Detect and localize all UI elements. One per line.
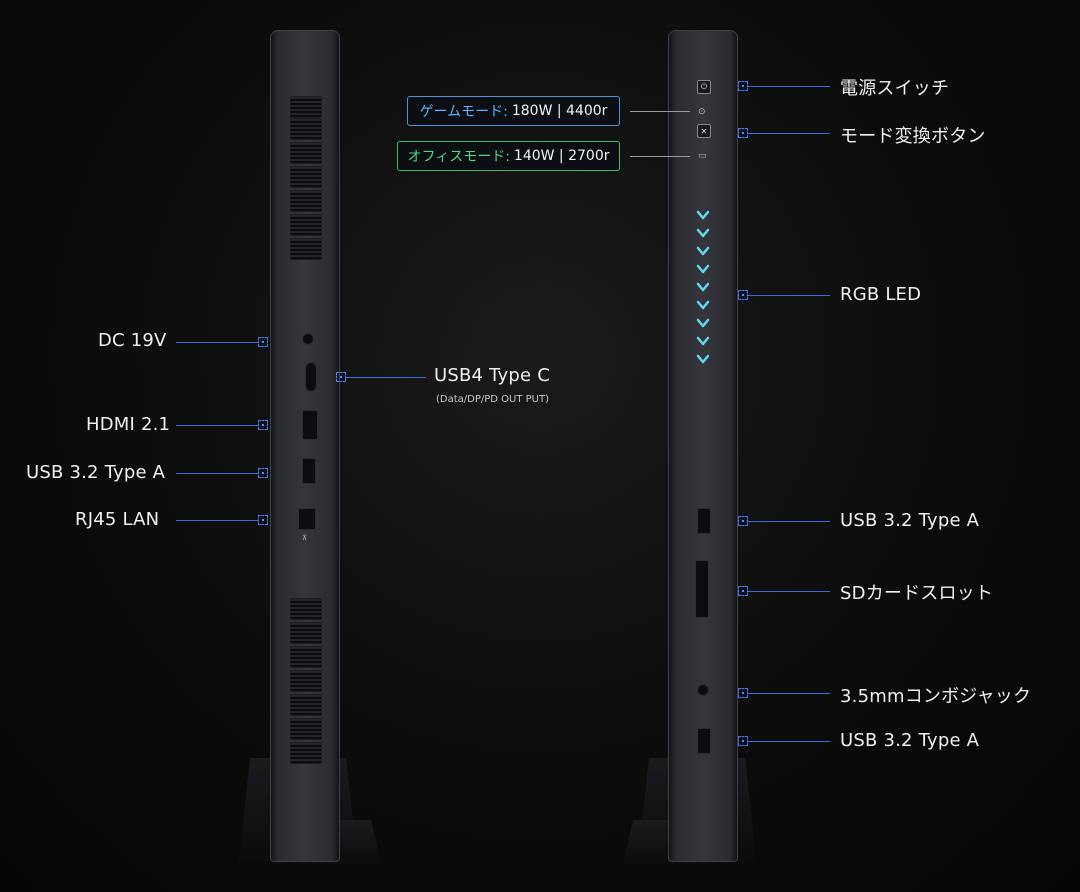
- led-chevron: [696, 336, 710, 346]
- office-mode-value: 140W | 2700r: [513, 148, 610, 164]
- game-mode-value: 180W | 4400r: [511, 103, 608, 119]
- led-chevron: [696, 318, 710, 328]
- usb-a-port-right-1: [697, 508, 711, 534]
- label-mode-switch: モード変換ボタン: [840, 126, 986, 147]
- label-rj45: RJ45 LAN: [75, 509, 160, 530]
- right-device-body: [668, 30, 738, 862]
- marker-usb-a-right-1: [738, 516, 748, 526]
- led-chevron: [696, 228, 710, 238]
- office-mode-label: オフィスモード:: [407, 149, 510, 165]
- led-chevron: [696, 300, 710, 310]
- mode-switch-button[interactable]: ✕: [697, 124, 711, 138]
- marker-mode-switch: [738, 128, 748, 138]
- led-chevron: [696, 246, 710, 256]
- marker-audio: [738, 688, 748, 698]
- marker-dc: [258, 337, 268, 347]
- lan-port: [298, 508, 316, 530]
- label-rgb-led: RGB LED: [840, 284, 922, 305]
- usb4-port: [305, 362, 317, 392]
- label-audio-jack: 3.5mmコンボジャック: [840, 686, 1032, 707]
- marker-hdmi: [258, 420, 268, 430]
- hdmi-port: [302, 410, 318, 440]
- rgb-led-strip: [696, 210, 710, 364]
- marker-usb-a-right-2: [738, 736, 748, 746]
- label-dc-19v: DC 19V: [98, 330, 167, 351]
- audio-jack: [697, 684, 709, 696]
- led-chevron: [696, 354, 710, 364]
- office-mode-icon: ▭: [698, 151, 707, 161]
- game-mode-box: ゲームモード: 180W | 4400r: [407, 96, 620, 126]
- label-hdmi: HDMI 2.1: [86, 414, 171, 435]
- game-mode-icon: ⊙: [698, 107, 706, 117]
- game-mode-label: ゲームモード:: [419, 104, 508, 120]
- label-usb4: USB4 Type C: [434, 365, 550, 386]
- label-usb-a-right-1: USB 3.2 Type A: [840, 510, 980, 531]
- office-mode-box: オフィスモード: 140W | 2700r: [397, 141, 620, 171]
- marker-sd: [738, 586, 748, 596]
- lan-icon: ⊼: [302, 534, 308, 542]
- usb-a-port-right-2: [697, 728, 711, 754]
- dc-port: [302, 333, 314, 345]
- label-usb4-sub: (Data/DP/PD OUT PUT): [436, 394, 549, 405]
- label-usb-a-right-2: USB 3.2 Type A: [840, 730, 980, 751]
- marker-power: [738, 81, 748, 91]
- label-usb-a-left: USB 3.2 Type A: [26, 462, 166, 483]
- marker-rgb: [738, 290, 748, 300]
- marker-usb4: [336, 372, 346, 382]
- marker-lan: [258, 515, 268, 525]
- label-sd-slot: SDカードスロット: [840, 583, 994, 604]
- led-chevron: [696, 264, 710, 274]
- led-chevron: [696, 210, 710, 220]
- led-chevron: [696, 282, 710, 292]
- marker-usb-a-left: [258, 468, 268, 478]
- power-button[interactable]: ⏻: [697, 80, 711, 94]
- usb-a-port-left: [302, 458, 316, 484]
- label-power-switch: 電源スイッチ: [840, 78, 950, 99]
- sd-slot: [695, 560, 709, 618]
